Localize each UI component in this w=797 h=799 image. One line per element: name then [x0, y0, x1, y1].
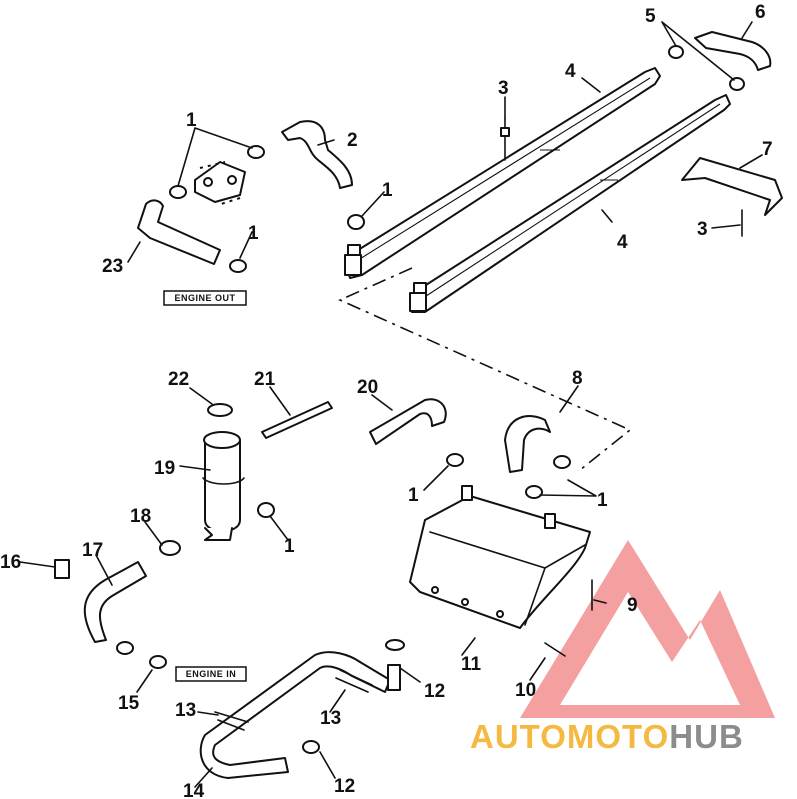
- callout-6: 6: [755, 2, 766, 23]
- tank-11: [409, 485, 591, 629]
- callout-13b: 13: [320, 708, 341, 729]
- sleeve-13b: [335, 669, 373, 693]
- routing-line: [338, 267, 632, 471]
- callout-1f: 1: [284, 536, 295, 557]
- engine-out-tag: [163, 290, 247, 306]
- callout-4a: 4: [565, 61, 576, 82]
- engine-in-tag: [175, 666, 247, 682]
- hose-2: [281, 120, 353, 189]
- callout-16: 16: [0, 552, 21, 573]
- clamp-5a: [668, 45, 684, 59]
- hose-17: [83, 561, 147, 643]
- heat-exchanger-upper: [344, 67, 661, 279]
- callout-1e: 1: [597, 490, 608, 511]
- callout-13a: 13: [175, 700, 196, 721]
- engine-in-text: ENGINE IN: [186, 669, 237, 679]
- clamp-1h: [525, 485, 543, 499]
- clamp-18: [159, 540, 181, 556]
- bracket-7: [681, 157, 783, 216]
- callout-20: 20: [357, 377, 378, 398]
- callout-2: 2: [347, 130, 358, 151]
- clamp-15: [149, 655, 167, 669]
- watermark-text: AUTOMOTOHUB: [470, 718, 744, 755]
- callout-7: 7: [762, 139, 773, 160]
- callout-1b: 1: [382, 180, 393, 201]
- clamp-1c: [347, 214, 365, 230]
- clamp-12b: [302, 740, 320, 754]
- callout-17: 17: [82, 540, 103, 561]
- callout-1a: 1: [186, 110, 197, 131]
- watermark-part2: HUB: [669, 718, 744, 755]
- hose-23: [137, 199, 221, 265]
- hose-14: [199, 651, 391, 779]
- engine-out-text: ENGINE OUT: [174, 293, 235, 303]
- callout-23: 23: [102, 256, 123, 277]
- callout-5: 5: [645, 6, 656, 27]
- callout-9: 9: [627, 595, 638, 616]
- callout-18: 18: [130, 506, 151, 527]
- callout-19: 19: [154, 458, 175, 479]
- callout-10: 10: [515, 680, 536, 701]
- callout-14: 14: [183, 781, 205, 799]
- callout-8: 8: [572, 368, 583, 389]
- callout-22: 22: [168, 369, 189, 390]
- clamp-1e: [257, 502, 275, 518]
- leader-lines: [19, 21, 763, 788]
- rod-21: [261, 401, 333, 439]
- clamp-1g: [553, 455, 571, 469]
- clamp-1f: [446, 453, 464, 467]
- hose-17-end: [116, 641, 134, 655]
- watermark-part1: AUTOMOTO: [470, 718, 669, 755]
- watermark-logo-icon: [520, 540, 775, 718]
- hose-8: [504, 415, 551, 473]
- clamp-1a: [247, 145, 265, 159]
- callout-15: 15: [118, 693, 140, 714]
- callout-4b: 4: [617, 232, 628, 253]
- hose-end: [387, 664, 401, 691]
- bolt-10: [544, 642, 566, 657]
- callout-21: 21: [254, 369, 276, 390]
- clamp-1b: [169, 185, 187, 199]
- callout-1d: 1: [408, 485, 419, 506]
- sleeve-13a: [214, 711, 249, 731]
- clip-16: [54, 559, 70, 579]
- heat-exchanger-lower: [409, 94, 731, 313]
- callout-3b: 3: [697, 219, 708, 240]
- callout-11: 11: [461, 654, 482, 675]
- callout-3a: 3: [498, 78, 509, 99]
- reservoir-19: [202, 431, 245, 541]
- clamp-1d: [229, 259, 247, 273]
- callout-1c: 1: [248, 223, 259, 244]
- fitting-block: [194, 161, 246, 206]
- callout-12a: 12: [424, 681, 445, 702]
- clamp-5b: [729, 77, 745, 91]
- clamp-12a: [385, 639, 405, 651]
- hose-6: [694, 31, 772, 71]
- cap-22: [207, 403, 233, 417]
- hose-20: [369, 398, 447, 445]
- callout-12b: 12: [334, 776, 355, 797]
